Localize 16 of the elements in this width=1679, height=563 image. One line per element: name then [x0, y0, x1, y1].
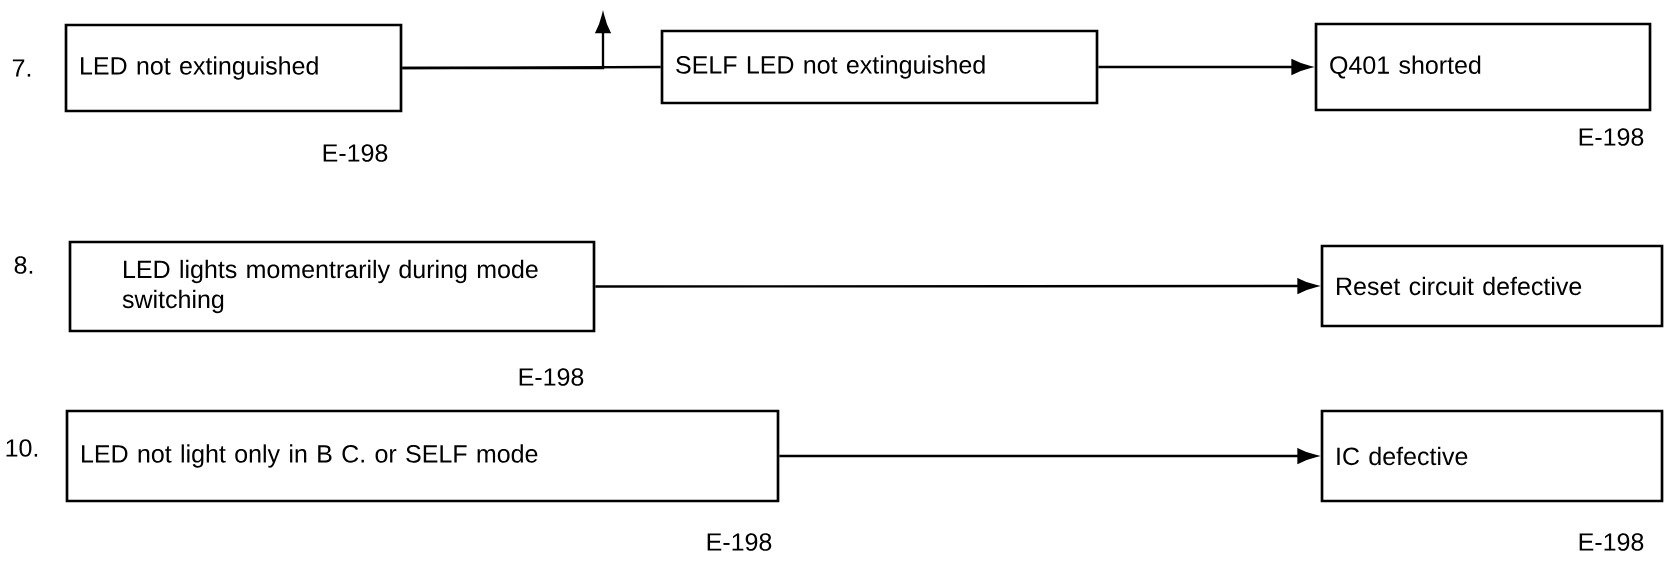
process-box: LED not light only in B C. or SELF mode: [65, 409, 780, 503]
page-reference: E-198: [519, 368, 584, 386]
process-box: Reset circuit defective: [1320, 244, 1664, 328]
process-box: Q401 shorted: [1314, 22, 1652, 112]
item-number: 7.: [12, 59, 31, 77]
item-number: 10.: [6, 439, 38, 457]
process-box: IC defective: [1320, 409, 1664, 503]
arrow: [402, 13, 611, 70]
page-reference: E-198: [707, 533, 772, 551]
page-reference: E-198: [1579, 128, 1644, 146]
process-box: LED lights momentrarily during mode switching: [68, 240, 596, 333]
page-reference: E-198: [1579, 533, 1644, 551]
process-box: LED not extinguished: [64, 23, 403, 113]
page-reference: E-198: [323, 144, 388, 162]
item-number: 8.: [14, 256, 33, 274]
process-box: SELF LED not extinguished: [660, 29, 1099, 105]
